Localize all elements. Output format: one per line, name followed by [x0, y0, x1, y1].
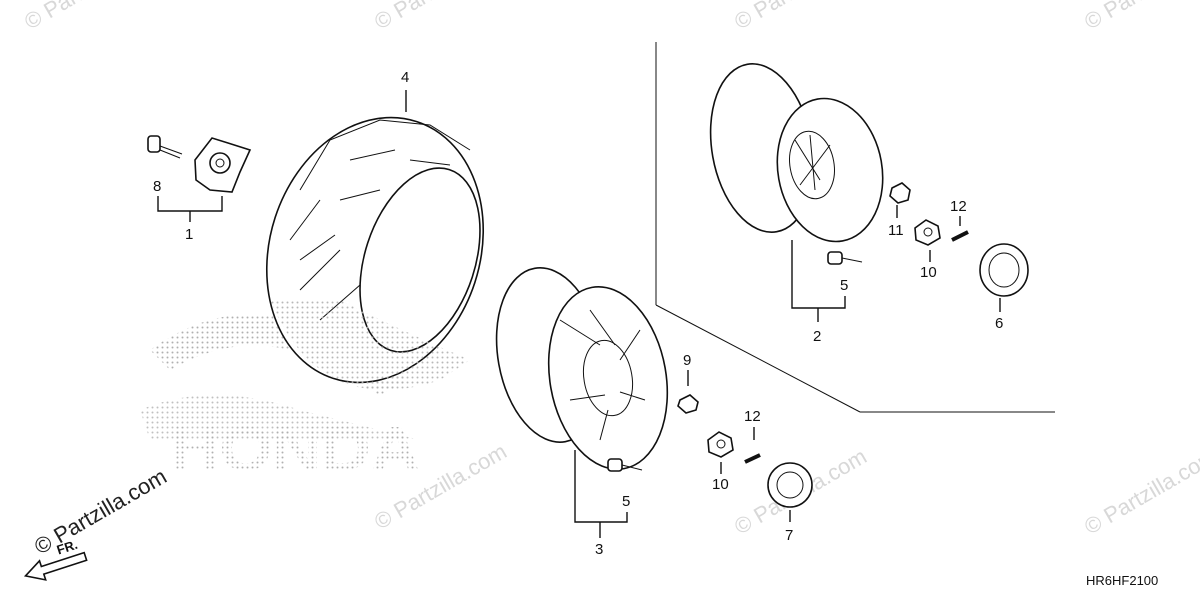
- front-direction-indicator: FR.: [23, 537, 88, 581]
- callout-2: 2: [813, 328, 821, 345]
- callout-12-rear: 12: [950, 198, 967, 215]
- front-wheel: [495, 267, 669, 470]
- nut-10-front: [707, 431, 734, 458]
- brand-wordmark: HONDA: [170, 415, 420, 484]
- front-direction-label: FR.: [55, 537, 80, 558]
- callout-4: 4: [401, 69, 409, 86]
- section-frame: [655, 42, 1055, 413]
- callout-9: 9: [683, 352, 691, 369]
- tire: [265, 116, 485, 390]
- valve-stem-rear: [827, 251, 863, 265]
- nut-10-rear: [914, 219, 941, 246]
- nut-9: [677, 394, 699, 414]
- callout-7: 7: [785, 527, 793, 544]
- watermark: © Partzilla.com: [20, 0, 161, 34]
- pin-12-front: [744, 453, 761, 464]
- watermark: © Partzilla.com: [1080, 444, 1200, 540]
- nut-11: [889, 182, 911, 204]
- hub-cap-7: [767, 462, 813, 508]
- callout-10-front: 10: [712, 476, 729, 493]
- diagram-code: HR6HF2100: [1086, 573, 1158, 588]
- callout-labels: 1 2 3 4 5 5 6 7 8 9 10 10 11 12 12: [153, 69, 1003, 558]
- callout-12-front: 12: [744, 408, 761, 425]
- hub-cap-6: [979, 243, 1029, 297]
- front-arrow-icon: [23, 551, 88, 581]
- valve-stem-front: [607, 458, 643, 472]
- callout-3: 3: [595, 541, 603, 558]
- watermark: © Partzilla.com: [730, 0, 871, 34]
- callout-6: 6: [995, 315, 1003, 332]
- leader-lines: [157, 90, 1001, 538]
- watermark: © Partzilla.com: [370, 0, 511, 34]
- watermark: © Partzilla.com: [1080, 0, 1200, 34]
- callout-11: 11: [888, 222, 904, 239]
- watermark-dark: © Partzilla.com: [30, 464, 171, 560]
- callout-5-front: 5: [622, 493, 630, 510]
- callout-1: 1: [185, 226, 193, 243]
- hub-plate-assembly: [147, 135, 252, 193]
- pin-12-rear: [951, 230, 969, 242]
- callout-5-rear: 5: [840, 277, 848, 294]
- rear-wheel: [709, 63, 884, 243]
- callout-10-rear: 10: [920, 264, 937, 281]
- callout-8: 8: [153, 178, 161, 195]
- small-parts: [607, 182, 1029, 508]
